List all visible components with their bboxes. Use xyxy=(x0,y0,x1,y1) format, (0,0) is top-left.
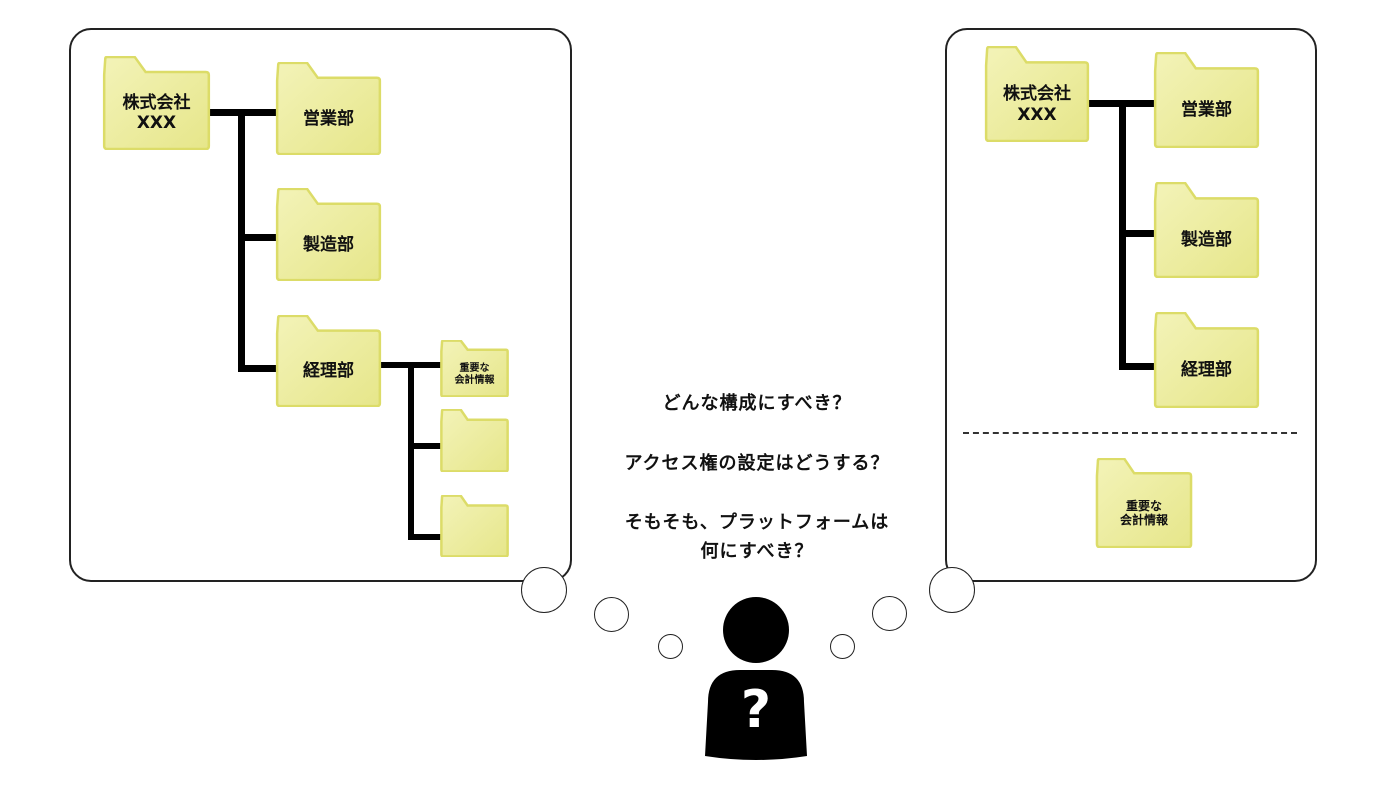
folder-important-accounting[interactable]: 重要な 会計情報 xyxy=(1095,458,1193,548)
folder-sales[interactable]: 営業部 xyxy=(1153,52,1260,148)
connector-line xyxy=(408,534,441,540)
question-platform-line2: 何にすべき？ xyxy=(700,541,814,562)
question-access-rights: アクセス権の設定はどうする？ xyxy=(624,453,890,474)
folder-manufacturing[interactable]: 製造部 xyxy=(1153,182,1260,278)
folder-label: 営業部 xyxy=(1181,100,1232,121)
thought-bubble xyxy=(830,634,855,659)
thought-bubble xyxy=(872,596,907,631)
folder-label: 重要な 会計情報 xyxy=(454,362,495,386)
folder-icon xyxy=(440,409,509,472)
folder-icon xyxy=(440,495,509,557)
question-structure: どんな構成にすべき？ xyxy=(662,393,852,414)
thought-bubble xyxy=(658,634,683,659)
thought-bubble xyxy=(929,567,975,613)
connector-line xyxy=(408,362,414,540)
folder-company[interactable]: 株式会社 XXX xyxy=(102,56,211,150)
question-platform-line1: そもそも、プラットフォームは xyxy=(624,512,890,533)
folder-empty[interactable] xyxy=(440,495,509,557)
folder-important-accounting[interactable]: 重要な 会計情報 xyxy=(440,340,509,397)
folder-label: 株式会社 XXX xyxy=(1003,84,1071,125)
connector-line xyxy=(238,365,276,372)
folder-label: 営業部 xyxy=(303,108,354,129)
folder-sales[interactable]: 営業部 xyxy=(275,62,382,155)
folder-accounting[interactable]: 経理部 xyxy=(275,315,382,407)
folder-accounting[interactable]: 経理部 xyxy=(1153,312,1260,408)
folder-company[interactable]: 株式会社 XXX xyxy=(984,46,1090,142)
connector-line xyxy=(408,443,441,449)
person-icon xyxy=(705,597,807,760)
connector-line xyxy=(1119,363,1154,370)
folder-label: 製造部 xyxy=(303,234,354,255)
folder-label: 重要な 会計情報 xyxy=(1119,498,1168,527)
connector-line xyxy=(1119,230,1154,237)
thought-bubble xyxy=(521,567,567,613)
folder-empty[interactable] xyxy=(440,409,509,472)
folder-label: 製造部 xyxy=(1181,230,1232,251)
connector-line xyxy=(238,234,276,241)
separator-dashed-line xyxy=(963,432,1297,434)
person-question-icon: ? xyxy=(700,594,812,764)
folder-manufacturing[interactable]: 製造部 xyxy=(275,188,382,281)
thought-bubble xyxy=(594,597,629,632)
folder-label: 経理部 xyxy=(1181,360,1232,381)
folder-label: 株式会社 XXX xyxy=(122,92,191,134)
question-mark: ? xyxy=(740,680,772,740)
folder-label: 経理部 xyxy=(303,360,354,381)
